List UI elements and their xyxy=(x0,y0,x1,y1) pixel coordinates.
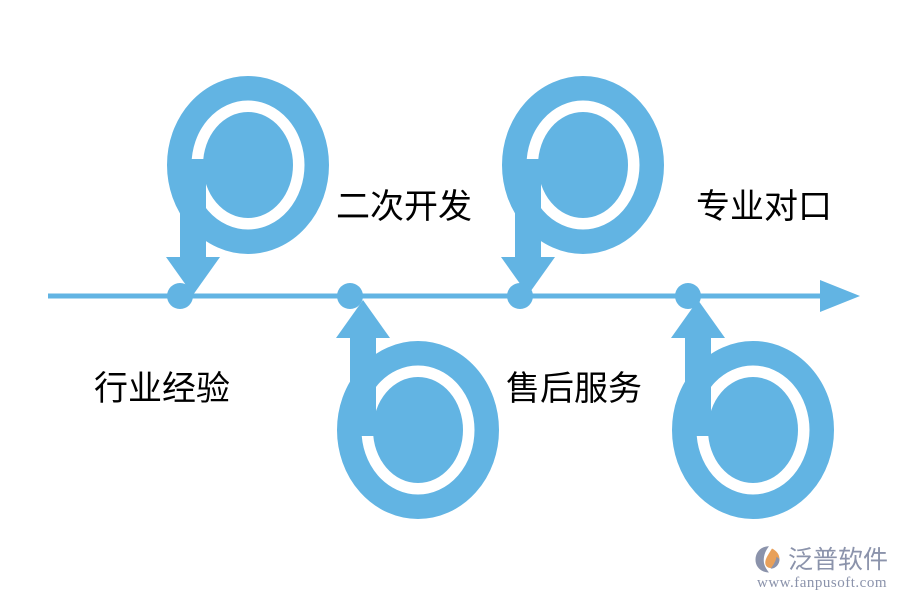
brand-row: 泛普软件 xyxy=(754,544,888,574)
node-label-after-sales-service: 售后服务 xyxy=(506,369,642,409)
flame-swoosh-icon xyxy=(755,546,780,573)
node-label-industry-experience: 行业经验 xyxy=(94,369,230,409)
timeline-dot-4 xyxy=(675,283,701,309)
timeline-dot-2 xyxy=(337,283,363,309)
brand-url: www.fanpusoft.com xyxy=(756,575,887,591)
timeline-dots xyxy=(167,283,701,309)
brand-name: 泛普软件 xyxy=(787,544,888,574)
node-label-secondary-development: 二次开发 xyxy=(336,187,472,227)
node-label-professional-match: 专业对口 xyxy=(696,187,832,227)
timeline-dot-1 xyxy=(167,283,193,309)
marker-node-3 xyxy=(501,89,651,295)
axis-arrowhead xyxy=(820,280,860,312)
marker-node-2 xyxy=(336,300,486,506)
timeline-dot-3 xyxy=(507,283,533,309)
marker-node-4 xyxy=(671,300,821,506)
brand-watermark: 泛普软件 www.fanpusoft.com xyxy=(754,544,888,592)
marker-node-1 xyxy=(166,89,316,295)
